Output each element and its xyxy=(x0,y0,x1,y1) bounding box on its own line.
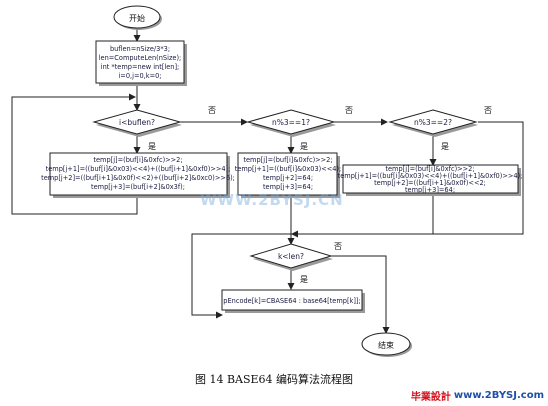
cond-mod1-no-label: 否 xyxy=(345,106,353,115)
edge-loop-back xyxy=(11,93,138,215)
mod2-body-line-1: temp[j]=(buf[i]&0xfc)>>2; xyxy=(385,165,474,173)
encode-box xyxy=(221,289,363,311)
cond-mod2-label: n%3==2? xyxy=(414,118,452,127)
mod2-body-line-2: temp[j+1]=((buf[i]&0x03)<<4)+((buf[i+1]&… xyxy=(338,172,523,180)
cond-mod1-label: n%3==1? xyxy=(272,118,310,127)
cond-mod1-yes-label: 是 xyxy=(300,142,308,151)
edge-mod2-no xyxy=(291,121,524,238)
mod2-body-line-4: temp[j+3]=64; xyxy=(405,186,455,194)
mod1-body-line-1: temp[j]=(buf[i]&0xfc)>>2; xyxy=(243,156,332,164)
loop-body-line-2: temp[j+1]=((buf[i]&0x03)<<4)+((buf[i+1]&… xyxy=(46,165,231,173)
loop-body-box xyxy=(49,152,228,196)
site-logo: 毕業設計 www.2BYSJ.com xyxy=(411,386,544,404)
loop-body-line-3: temp[j+2]=((buf[i+1]&0x0f)<<2)+((buf[i+2… xyxy=(41,174,235,182)
end-label: 结束 xyxy=(378,340,394,350)
cond-mod2-yes-label: 是 xyxy=(441,142,449,151)
start-terminal xyxy=(113,5,161,29)
cond-mod2-no-label: 否 xyxy=(484,106,492,115)
cond-mod2-diamond xyxy=(388,109,478,135)
loop-body-line-1: temp[j]=(buf[i]&0xfc)>>2; xyxy=(93,156,182,164)
logo-mark: 毕業設計 xyxy=(410,391,451,403)
figure-caption: 图 14 BASE64 编码算法流程图 xyxy=(194,373,354,386)
encode-label: pEncode[k]=CBASE64 : base64[temp[k]]; xyxy=(223,297,360,305)
start-label: 开始 xyxy=(129,13,145,23)
watermark: WWW.2BYSJ.CN xyxy=(200,191,344,209)
cond-i-no-label: 否 xyxy=(208,106,216,115)
cond-k-yes-label: 是 xyxy=(300,275,308,284)
cond-k-label: k<len? xyxy=(278,252,304,261)
init-line-1: buflen=nSize/3*3; xyxy=(110,45,170,53)
end-terminal xyxy=(361,332,411,356)
cond-k-diamond xyxy=(249,243,333,269)
loop-body-line-4: temp[j+3]=(buf[i+2]&0x3f); xyxy=(91,183,185,191)
mod2-body-line-3: temp[j+2]=((buf[i+1]&0x0f)<<2; xyxy=(374,179,486,187)
mod2-body-box xyxy=(342,164,519,194)
edge-encode-loop xyxy=(191,233,292,319)
cond-k-no-label: 否 xyxy=(334,242,342,251)
init-line-3: int *temp=new int[len]; xyxy=(101,63,180,71)
init-line-4: i=0,j=0,k=0; xyxy=(118,72,161,80)
mod1-body-box xyxy=(237,152,338,196)
cond-i-diamond xyxy=(92,109,182,135)
cond-i-label: i<buflen? xyxy=(119,118,155,127)
cond-mod1-diamond xyxy=(246,109,336,135)
cond-i-yes-label: 是 xyxy=(148,142,156,151)
edge-cond-k-no xyxy=(331,255,390,334)
init-box xyxy=(95,40,185,84)
init-line-2: len=ComputeLen(nSize); xyxy=(99,54,182,62)
mod1-body-line-2: temp[j+1]=((buf[i]&0x03)<<4); xyxy=(235,165,342,173)
mod1-body-line-4: temp[j+3]=64; xyxy=(263,183,313,191)
mod1-body-line-3: temp[j+2]=64; xyxy=(263,174,313,182)
logo-url: www.2BYSJ.com xyxy=(453,389,544,401)
